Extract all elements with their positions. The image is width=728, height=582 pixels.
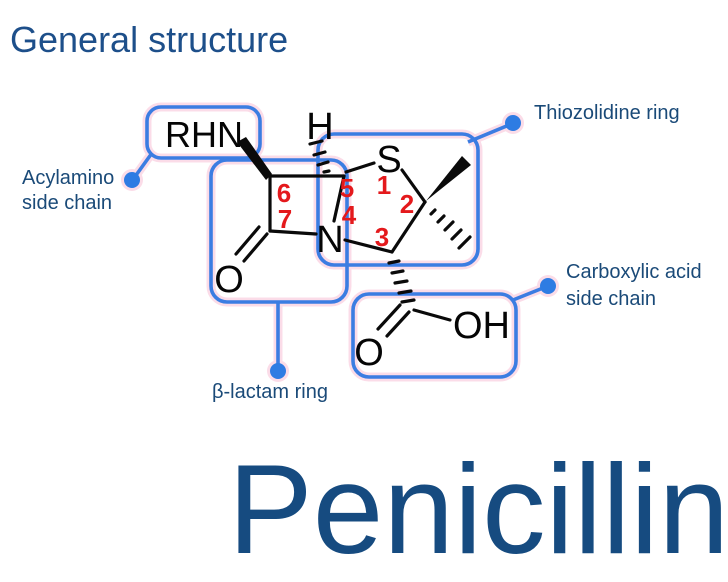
callout-leaders	[124, 115, 556, 379]
penicillin-title: Penicillin	[228, 438, 728, 580]
bond-c5-n4	[332, 174, 346, 223]
bond-cooh-oh	[412, 308, 452, 322]
page-title: General structure	[10, 19, 289, 60]
acylamino-leader-dot	[124, 172, 140, 188]
hashed-bond-h-c5	[308, 139, 331, 174]
wedge-bonds	[237, 137, 471, 201]
label-acylamino-line1: Acylamino	[22, 167, 115, 189]
carboxylic-callout-box	[351, 292, 518, 379]
sulfur-atom-label: S	[376, 139, 401, 181]
label-thiozolidine-ring: Thiozolidine ring	[534, 102, 680, 124]
nitrogen-atom-label: N	[316, 219, 343, 261]
bond-c7-n4	[268, 229, 318, 236]
hash-dash	[436, 214, 446, 224]
hash-dash	[457, 235, 472, 250]
rhn-substituent-label: RHN	[165, 114, 243, 155]
rhn-callout-box	[145, 105, 262, 160]
hash-dash	[450, 228, 463, 241]
hash-dash	[312, 150, 327, 157]
carboxylic-leader-dot	[540, 278, 556, 294]
ring-number-5: 5	[340, 173, 354, 203]
hash-dash	[393, 279, 409, 285]
ring-number-6: 6	[277, 178, 291, 208]
bond-cooh-o-double-1	[385, 310, 411, 338]
molecule-bonds	[234, 161, 452, 338]
hash-dash	[322, 169, 331, 174]
beta-lactam-callout-box	[209, 158, 349, 304]
label-acylamino-line2: side chain	[22, 192, 113, 214]
label-carboxylic-line1: Carboxylic acid	[566, 261, 702, 283]
hash-dash	[390, 269, 405, 275]
ring-number-3: 3	[375, 222, 389, 252]
thiozolidine-callout-box	[316, 132, 480, 267]
label-carboxylic-acid-side-chain: Carboxylic acid side chain	[566, 259, 702, 313]
wedge-rhn-c6	[237, 137, 272, 180]
label-beta-lactam-ring: β-lactam ring	[212, 381, 328, 403]
bond-s1-c2	[400, 168, 427, 204]
hydroxyl-group-label: OH	[453, 305, 510, 347]
hash-dash	[429, 208, 437, 216]
carboxylic-leader-line	[512, 286, 544, 302]
wedge-c2-methyl	[426, 156, 471, 201]
acid-oxygen-atom-label: O	[354, 332, 384, 374]
bond-c7-o-double-2	[234, 225, 261, 256]
lactam-oxygen-atom-label: O	[214, 259, 244, 301]
label-carboxylic-line2: side chain	[566, 288, 657, 310]
label-acylamino-side-chain: Acylamino side chain	[22, 166, 114, 216]
callout-boxes	[145, 105, 518, 379]
beta-lactam-leader-dot	[270, 363, 286, 379]
hashed-bond-c2-methyl	[429, 208, 472, 250]
slide-canvas: General structure Acylamino side chain T…	[10, 19, 728, 580]
bond-c5-s1	[344, 161, 376, 174]
ring-number-4: 4	[342, 200, 357, 230]
hash-dash	[397, 289, 413, 295]
bond-c7-o-double-1	[242, 232, 269, 263]
bond-c2-c3	[390, 200, 427, 254]
thiozolidine-leader-line	[467, 123, 510, 144]
hydrogen-atom-label: H	[306, 106, 333, 148]
ring-number-1: 1	[377, 170, 391, 200]
atom-labels: RHN H S N O O OH	[165, 106, 510, 374]
hash-dash	[387, 259, 401, 265]
hashed-bond-c3-cooh	[387, 259, 416, 304]
hash-dash	[443, 220, 455, 232]
bond-cooh-o-double-2	[376, 303, 402, 331]
thiozolidine-leader-dot	[505, 115, 521, 131]
penicillin-structure-diagram: RHN H S N O O OH 1 2 3 4 5 6 7	[121, 102, 559, 382]
ring-number-2: 2	[400, 189, 414, 219]
ring-position-numbers: 1 2 3 4 5 6 7	[277, 170, 414, 252]
hash-dash	[308, 139, 324, 146]
hash-dash	[400, 298, 416, 304]
bond-n4-c3	[343, 238, 394, 254]
hash-dash	[316, 160, 330, 167]
ring-number-7: 7	[278, 204, 292, 234]
